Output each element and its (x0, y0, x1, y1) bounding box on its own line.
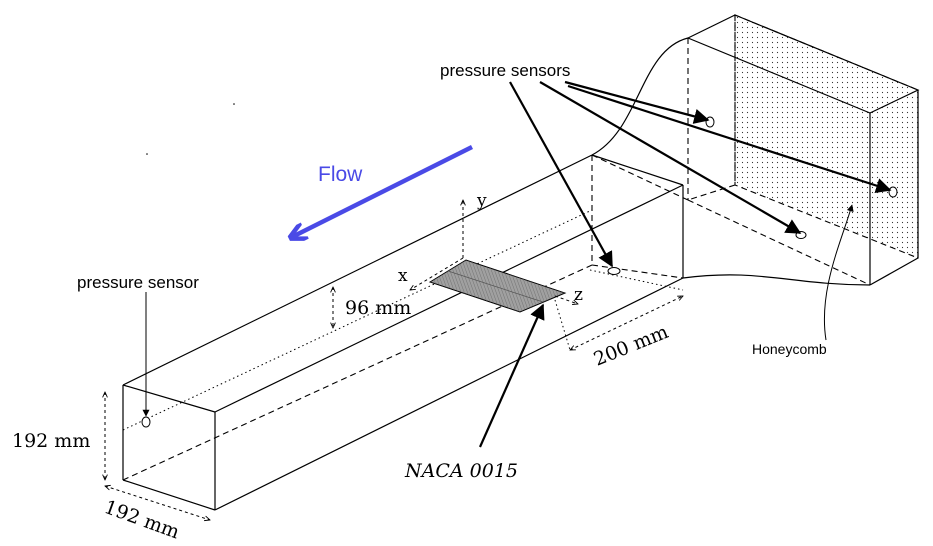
axis-z-label: z (574, 285, 583, 305)
axis-x-label: x (398, 266, 408, 286)
dimension-lines (105, 287, 683, 520)
section-height-label: 192 mm (12, 430, 90, 452)
axis-y-label: y (476, 191, 487, 211)
stray-dot (146, 153, 148, 155)
pressure-sensor-label: pressure sensor (77, 273, 199, 292)
sensor-ellipse (607, 267, 621, 275)
honeycomb-region (734, 14, 919, 259)
sensor-ellipse (141, 416, 151, 428)
sensor-ellipse (705, 116, 715, 128)
naca-airfoil (428, 259, 567, 313)
height-dim-label: 96 mm (345, 297, 411, 319)
flow-label: Flow (318, 163, 363, 186)
settling-chamber (686, 14, 920, 286)
flow-arrow-icon (292, 144, 474, 237)
section-width-label: 192 mm (101, 496, 182, 543)
airfoil-label: NACA 0015 (404, 460, 518, 482)
stray-dot (233, 103, 235, 105)
length-dim-label: 200 mm (591, 321, 672, 371)
test-section (122, 154, 684, 511)
pressure-sensors-label: pressure sensors (440, 61, 570, 80)
sensor-pointers (142, 80, 892, 448)
sensor-ellipse (888, 186, 898, 198)
honeycomb-label: Honeycomb (752, 341, 827, 357)
